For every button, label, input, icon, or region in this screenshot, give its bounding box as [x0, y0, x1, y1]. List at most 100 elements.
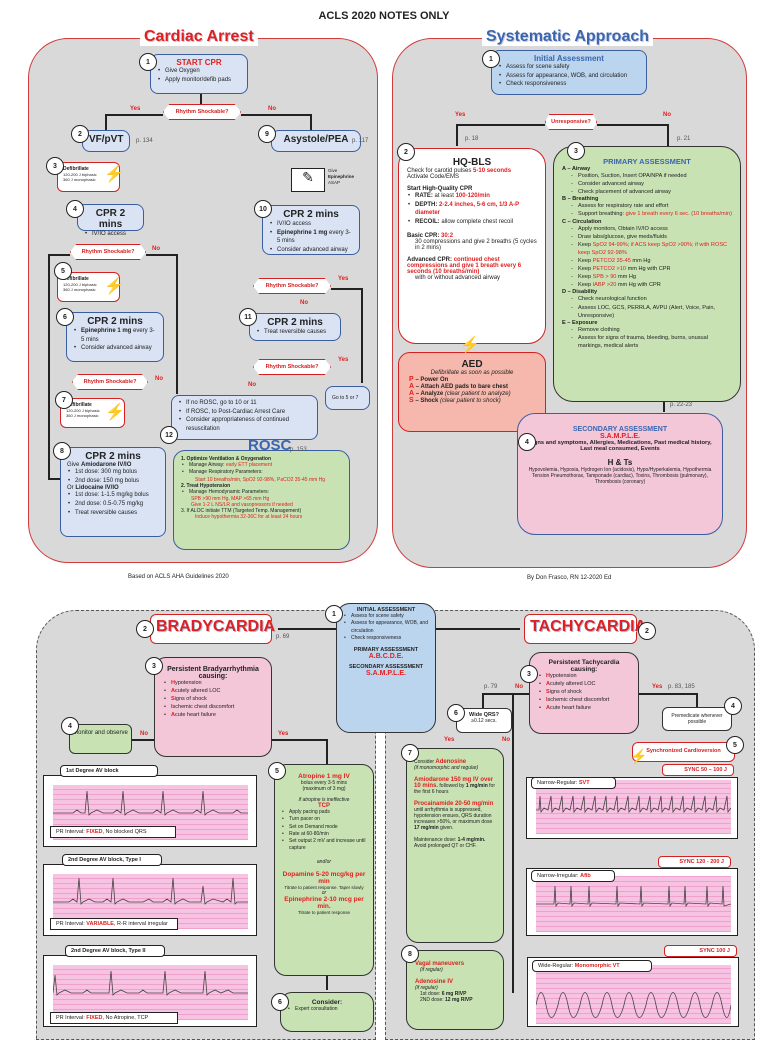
ecg-trace — [52, 970, 248, 996]
rosc-value: Start 10 breaths/min, SpO2 92-98%, PaCO2… — [195, 476, 326, 483]
rosc-item: Manage Hemodynamic Parameters: — [181, 489, 342, 497]
center-initial-assessment: INITIAL ASSESSMENT Assess for scene safe… — [336, 603, 436, 733]
start-cpr-title: START CPR — [176, 58, 222, 67]
yes-label: Yes — [444, 737, 455, 743]
step-number: 2 — [638, 622, 656, 640]
hasia-item: Ischemic chest discomfort — [163, 704, 263, 712]
wide-qrs-treatment-box: Consider Adenosine (if monomorphic and r… — [406, 748, 504, 943]
rhythm-shockable-decision: Rhythm Shockable? — [253, 278, 331, 294]
tachycardia-title-box: TACHYCARDIA — [524, 614, 647, 644]
atropine-box: Atropine 1 mg IV bolus every 3-5 mins (m… — [274, 764, 374, 976]
no-label: No — [248, 382, 256, 388]
ca-item: 2nd dose: 0.5-0.75 mg/kg — [67, 500, 159, 509]
page-ref: p. 117 — [352, 138, 369, 144]
ca-step12-rosc-check: If no ROSC, go to 10 or 11If ROSC, to Po… — [171, 395, 318, 440]
step-number: 4 — [66, 200, 84, 218]
bradycardia-title: BRADYCARDIA — [156, 618, 276, 635]
ca-item: Treat reversible causes — [67, 509, 159, 518]
monitor-observe-box: Monitor and observe — [69, 724, 132, 754]
cpr-title: CPR 2 mins — [283, 209, 339, 220]
ecg-strip — [52, 965, 248, 1020]
yes-label: Yes — [130, 106, 141, 112]
center-item: Assess for appearance, WOB, and circulat… — [343, 620, 429, 635]
ca-item: 1st dose: 300 mg bolus — [67, 468, 159, 477]
hasia-item: Signs of shock — [538, 689, 630, 697]
step-number: 9 — [258, 125, 276, 143]
step-number: 1 — [482, 50, 500, 68]
step-number: 7 — [55, 391, 73, 409]
no-label: No — [515, 684, 523, 690]
aed-title: AED — [461, 359, 483, 370]
ecg-label: PR Interval: VARIABLE, R-R interval irre… — [50, 918, 178, 930]
page-ref: p. 134 — [136, 138, 153, 144]
lightning-icon: ⚡ — [104, 278, 124, 295]
lightning-icon: ⚡ — [105, 404, 125, 421]
rosc-value: SPB >90 mm Hg, MAP >65 mm Hg — [191, 495, 270, 502]
yes-label: Yes — [338, 357, 349, 363]
no-label: No — [268, 106, 276, 112]
rosc-item: Manage Airway: early ETT placement — [181, 462, 342, 470]
step-number: 6 — [447, 704, 465, 722]
rosc-heading: 2. Treat Hypotension — [181, 482, 231, 489]
ecg-trace — [53, 877, 248, 905]
sa-item: Assess for scene safety — [498, 63, 640, 72]
cpr-title: CPR 2 mins — [267, 317, 323, 328]
initial-assessment-title: Initial Assessment — [534, 54, 604, 63]
cpr-title: CPR 2 mins — [95, 208, 126, 230]
defib-dose: 120-200 J biphasic — [63, 172, 97, 177]
ca-step6-cpr: CPR 2 mins Epinephrine 1 mg every 3-5 mi… — [66, 312, 164, 362]
rhythm-shockable-decision: Rhythm Shockable? — [253, 359, 331, 375]
no-label: No — [152, 246, 160, 252]
center-sample: S.A.M.P.L.E. — [366, 670, 406, 677]
ca-step7-defibrillate: Defibrillate 120-200 J biphasic 360 J mo… — [60, 398, 125, 428]
defib-dose: 360 J monophasic — [63, 177, 96, 182]
ca-item: Epinephrine 1 mg every 3-5 mins — [73, 327, 157, 344]
ca-item: Consider appropriateness of continued re… — [178, 416, 311, 433]
lightning-icon: ⚡ — [460, 337, 480, 354]
ecg-label: PR Interval: FIXED, No blocked QRS — [50, 826, 176, 838]
rosc-box: 1. Optimize Ventilation & Oxygenation Ma… — [173, 450, 350, 550]
step-number: 3 — [145, 657, 163, 675]
page-ref: p. 18 — [465, 136, 479, 142]
aed-box: AED Defibrillate as soon as possible P –… — [398, 352, 546, 432]
step-number: 6 — [56, 308, 74, 326]
sample-label: S.A.M.P.L.E. — [600, 433, 640, 440]
step-number: 12 — [160, 426, 178, 444]
rosc-heading: 3. If ALOC initiate TTM (Targeted Temp. … — [181, 507, 302, 514]
ca-item: If no ROSC, go to 10 or 11 — [178, 399, 311, 408]
synchronized-cardioversion: Synchronized Cardioversion — [632, 742, 735, 762]
sa-item: Assess for appearance, WOB, and circulat… — [498, 72, 640, 81]
step-number: 2 — [71, 125, 89, 143]
goto-5-or-7: Go to 5 or 7 — [325, 386, 370, 410]
wide-qrs-decision: Wide QRS?≥0.12 secs. — [456, 708, 512, 733]
step-number: 5 — [54, 262, 72, 280]
no-label: No — [300, 300, 308, 306]
tcp-step: Apply pacing pads — [281, 809, 367, 817]
tachycardia-title: TACHYCARDIA — [530, 618, 647, 635]
defib-title: Defibrillate — [63, 276, 89, 282]
ecg-title: 2nd Degree AV block, Type II — [65, 945, 165, 957]
asystole-title: Asystole/PEA — [283, 134, 349, 145]
center-title: INITIAL ASSESSMENT — [356, 607, 416, 613]
step-number: 11 — [239, 308, 257, 326]
footer-author: By Don Frasco, RN 12-2020 Ed — [527, 575, 612, 581]
sa-item: Check responsiveness — [498, 80, 640, 89]
hasia-item: Hypotension — [163, 680, 263, 688]
center-item: Assess for scene safety — [343, 613, 429, 621]
hq-bls-box: HQ-BLS Check for carotid pulses 5-10 sec… — [398, 148, 546, 344]
page-ref: p. 21 — [677, 136, 691, 142]
step-number: 8 — [53, 442, 71, 460]
ecg-label: Narrow-Regular: SVT — [531, 777, 616, 789]
step-number: 7 — [401, 744, 419, 762]
no-label: No — [140, 731, 148, 737]
ca-item: Treat reversible causes — [256, 328, 334, 337]
step-number: 1 — [139, 53, 157, 71]
aed-step: S – Shock (clear patient to shock) — [409, 397, 501, 404]
systematic-approach-title: Systematic Approach — [482, 28, 654, 46]
ecg-trace — [53, 790, 248, 816]
brady-persistent-box: Persistent Bradyarrhythmia causing: Hypo… — [154, 657, 272, 757]
tcp-step: Rate at 60-80/min — [281, 831, 367, 839]
lightning-icon: ⚡ — [104, 166, 124, 183]
footer-guidelines: Based on ACLS AHA Guidelines 2020 — [128, 574, 229, 580]
ecg-label: Wide-Regular: Monomorphic VT — [532, 960, 652, 972]
